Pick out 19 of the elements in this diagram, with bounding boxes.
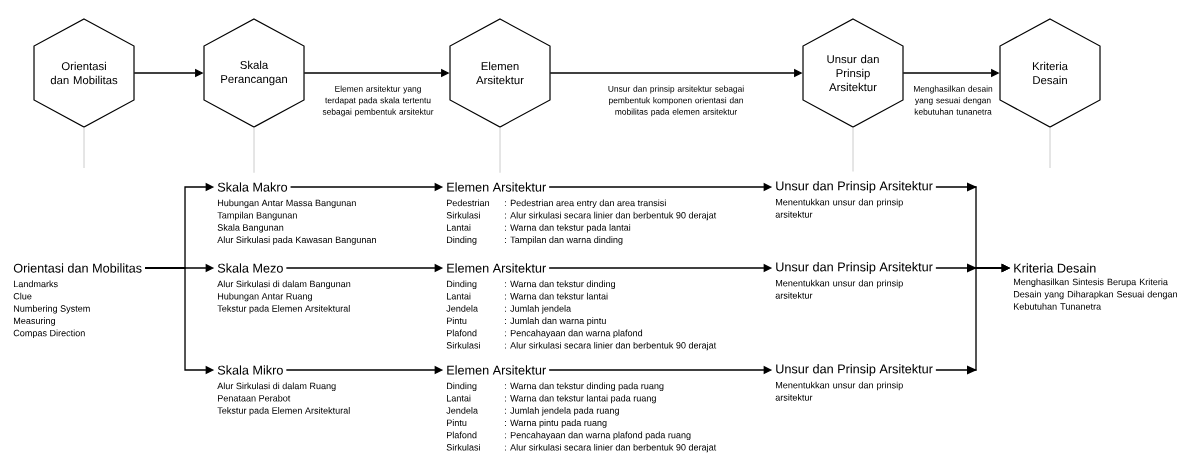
edge-label: Unsur dan prinsip arsitektur sebagai pembentuk komponen orientasi dan mobilitas pada elemen arsitektur	[608, 85, 744, 117]
step-text: Skala Mikro Alur Sirkulasi di dalam Ruang Penataan Perabot Tekstur pada Elemen Arsitektural	[217, 365, 350, 416]
step-text: Orientasi dan Mobilitas Landmarks Clue Numbering System Measuring Compas Direction	[13, 263, 142, 339]
step-text: Elemen Arsitektur Dinding : Warna dan tekstur dinding pada ruang Lantai : Warna dan tekstur lantai pada ruang Jendela : Jumlah jendela pada ruang Pintu : Warna pintu pada ruang Plafond : Pencahayaan dan warna plafond pada ruang Sirkulasi : Alur sirkulasi secara linier dan berbentuk 90 derajat	[446, 365, 717, 453]
edge-label: Elemen arsitektur yang terdapat pada skala tertentu sebagai pembentuk arsitektur	[322, 85, 434, 117]
hexagon: Orientasi dan Mobilitas	[33, 18, 135, 128]
step-text: Unsur dan Prinsip Arsitektur Menentukkan unsur dan prinsip arsitektur	[775, 364, 933, 401]
step-text: Elemen Arsitektur Pedestrian : Pedestrian area entry dan area transisi Sirkulasi : Alur sirkulasi secara linier dan berbentuk 90 derajat Lantai : Warna dan tekstur pada lantai Dinding : Tampilan dan warna dinding	[446, 182, 717, 245]
edge-label: Menghasilkan desain yang sesuai dengan kebutuhan tunanetra	[914, 85, 993, 115]
hexagon: Kriteria Desain	[999, 18, 1101, 128]
hexagon: Elemen Arsitektur	[449, 18, 551, 128]
step-text: Kriteria Desain Menghasilkan Sintesis Berupa Kriteria Desain yang Diharapkan Sesuai dengan Kebutuhan Tunanetra	[1014, 263, 1177, 310]
step-text: Unsur dan Prinsip Arsitektur Menentukkan unsur dan prinsip arsitektur	[775, 181, 933, 218]
step-text: Elemen Arsitektur Dinding : Warna dan tekstur dinding Lantai : Warna dan tekstur lantai Jendela : Jumlah jendela Pintu : Jumlah dan warna pintu Plafond : Pencahayaan dan warna plafond Sirkulasi : Alur sirkulasi secara linier dan berbentuk 90 derajat	[446, 263, 717, 351]
step-text: Skala Mezo Alur Sirkulasi di dalam Bangunan Hubungan Antar Ruang Tekstur pada Elemen Arsitektural	[217, 263, 351, 314]
hexagon: Skala Perancangan	[203, 18, 305, 128]
step-text: Skala Makro Hubungan Antar Massa Bangunan Tampilan Bangunan Skala Bangunan Alur Sirkulasi pada Kawasan Bangunan	[217, 182, 376, 245]
hexagon: Unsur dan Prinsip Arsitektur	[802, 18, 904, 128]
step-text: Unsur dan Prinsip Arsitektur Menentukkan unsur dan prinsip arsitektur	[775, 262, 933, 299]
